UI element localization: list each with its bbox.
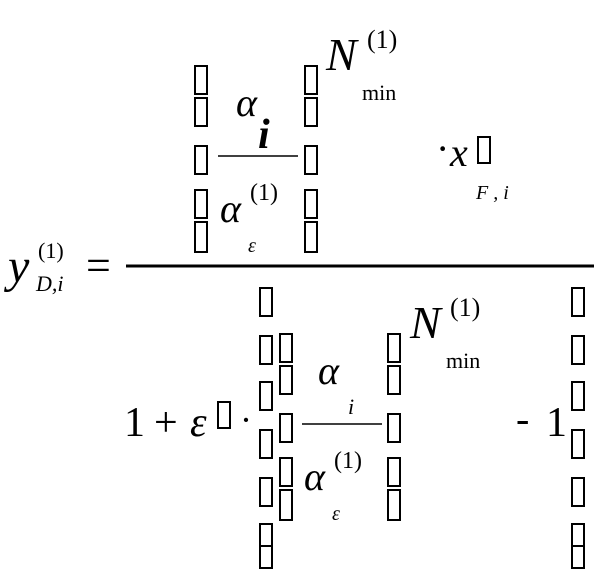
den-inner-numerator-sub: i — [348, 394, 354, 419]
num-exponent-sup: (1) — [367, 25, 397, 54]
den-inner-denominator-sup: (1) — [334, 448, 362, 474]
num-left-bracket-lower — [194, 189, 208, 219]
den-inner-numerator-alpha: α — [318, 348, 340, 393]
num-x-subscript: F , i — [475, 182, 509, 204]
den-outer-left-4 — [259, 429, 273, 459]
equals-sign: = — [86, 241, 111, 290]
num-right-bracket-top — [304, 65, 318, 95]
den-outer-left-2 — [259, 335, 273, 365]
den-plus: + — [154, 400, 178, 446]
lhs-superscript: (1) — [38, 238, 64, 263]
den-inner-left-1 — [279, 333, 293, 363]
den-inner-right-1 — [387, 333, 401, 363]
num-x: x — [449, 130, 468, 175]
num-left-bracket-mid — [194, 145, 208, 175]
den-outer-right-4 — [571, 429, 585, 459]
num-inner-numerator-sub: i — [258, 112, 270, 158]
num-inner-denominator-sup: (1) — [250, 180, 278, 206]
den-outer-left-5 — [259, 477, 273, 507]
den-inner-left-5 — [279, 489, 293, 521]
den-outer-right-1 — [571, 287, 585, 317]
den-inner-denominator-alpha: α — [304, 454, 326, 499]
den-outer-right-2 — [571, 335, 585, 365]
num-inner-denominator-sub: ε — [248, 235, 256, 257]
num-inner-numerator-alpha: α — [236, 80, 258, 125]
den-epsilon: ε — [190, 400, 207, 446]
den-inner-left-2 — [279, 365, 293, 395]
lhs-base: y — [3, 240, 30, 293]
num-right-bracket-upper — [304, 97, 318, 127]
den-outer-right-3 — [571, 381, 585, 411]
num-left-bracket-bottom — [194, 221, 208, 253]
num-exponent-sub: min — [362, 80, 396, 105]
num-x-bracket — [477, 136, 491, 164]
den-times-dot: · — [240, 400, 252, 440]
den-exponent-sub: min — [446, 348, 480, 373]
num-left-bracket-top — [194, 65, 208, 95]
den-minus-one: 1 — [546, 400, 567, 446]
den-inner-left-4 — [279, 457, 293, 487]
den-inner-right-2 — [387, 365, 401, 395]
den-inner-right-4 — [387, 457, 401, 487]
lhs-subscript: D,i — [35, 271, 64, 296]
num-right-bracket-mid — [304, 145, 318, 175]
den-outer-right-5 — [571, 477, 585, 507]
den-inner-right-3 — [387, 413, 401, 443]
den-epsilon-bracket — [217, 401, 231, 429]
num-left-bracket-upper — [194, 97, 208, 127]
num-inner-denominator-alpha: α — [220, 186, 242, 231]
num-right-bracket-bottom — [304, 221, 318, 253]
den-inner-left-3 — [279, 413, 293, 443]
den-minus: - — [516, 396, 529, 441]
den-one: 1 — [124, 400, 145, 446]
den-exponent-sup: (1) — [450, 293, 480, 322]
den-outer-left-3 — [259, 381, 273, 411]
num-right-bracket-lower — [304, 189, 318, 219]
num-exponent-base: N — [325, 29, 359, 80]
den-outer-left-1 — [259, 287, 273, 317]
den-inner-denominator-sub: ε — [332, 503, 340, 525]
den-inner-right-5 — [387, 489, 401, 521]
den-exponent-base: N — [409, 297, 443, 348]
num-times-dot: · — [436, 126, 449, 171]
